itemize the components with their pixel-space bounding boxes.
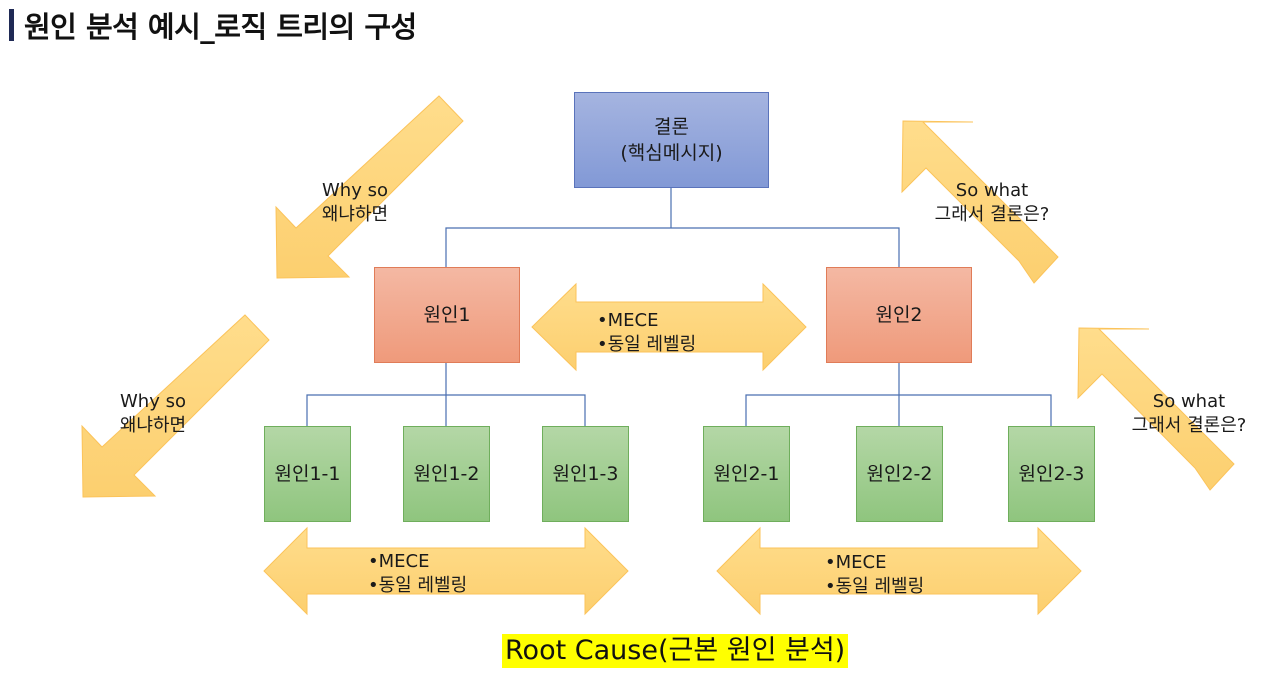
cause2-2-node: 원인2-2 — [856, 426, 943, 522]
title-accent-bar — [9, 9, 14, 41]
cause2-3-node: 원인2-3 — [1008, 426, 1095, 522]
mece-label-right: •MECE •동일 레벨링 — [825, 552, 925, 597]
mece-double-arrow-right — [716, 526, 1082, 616]
mece-label-left: •MECE •동일 레벨링 — [368, 551, 468, 596]
why-so-label-bottom: Why so 왜냐하면 — [119, 391, 187, 436]
why-so-arrow-bottom — [81, 314, 270, 498]
tree-connectors — [306, 188, 1052, 426]
why-so-label-top: Why so 왜냐하면 — [321, 180, 389, 225]
cause1-2-node: 원인1-2 — [403, 426, 490, 522]
cause1-1-node: 원인1-1 — [264, 426, 351, 522]
so-what-label-bottom: So what 그래서 결론은? — [1131, 391, 1247, 436]
cause2-1-label: 원인2-1 — [713, 463, 780, 485]
mece-double-arrow-top — [531, 282, 807, 372]
cause1-3-node: 원인1-3 — [542, 426, 629, 522]
so-what-arrow-top — [901, 120, 1059, 284]
mece-label-top: •MECE •동일 레벨링 — [597, 310, 697, 355]
cause1-label: 원인1 — [423, 304, 471, 326]
why-so-arrow-top — [275, 95, 464, 279]
cause1-2-label: 원인1-2 — [413, 463, 480, 485]
conclusion-title: 결론 — [654, 116, 689, 138]
cause2-3-label: 원인2-3 — [1018, 463, 1085, 485]
cause2-2-label: 원인2-2 — [866, 463, 933, 485]
cause1-3-label: 원인1-3 — [552, 463, 619, 485]
cause1-node: 원인1 — [374, 267, 520, 363]
cause2-label: 원인2 — [875, 304, 923, 326]
root-cause-caption: Root Cause(근본 원인 분석) — [502, 634, 849, 668]
so-what-label-top: So what 그래서 결론은? — [934, 180, 1050, 225]
cause2-1-node: 원인2-1 — [703, 426, 790, 522]
conclusion-subtitle: (핵심메시지) — [620, 142, 723, 164]
cause2-node: 원인2 — [826, 267, 972, 363]
so-what-arrow-bottom — [1077, 327, 1235, 491]
mece-double-arrow-left — [263, 526, 629, 616]
cause1-1-label: 원인1-1 — [274, 463, 341, 485]
page-title: 원인 분석 예시_로직 트리의 구성 — [24, 10, 417, 44]
conclusion-node: 결론 (핵심메시지) — [574, 92, 769, 188]
